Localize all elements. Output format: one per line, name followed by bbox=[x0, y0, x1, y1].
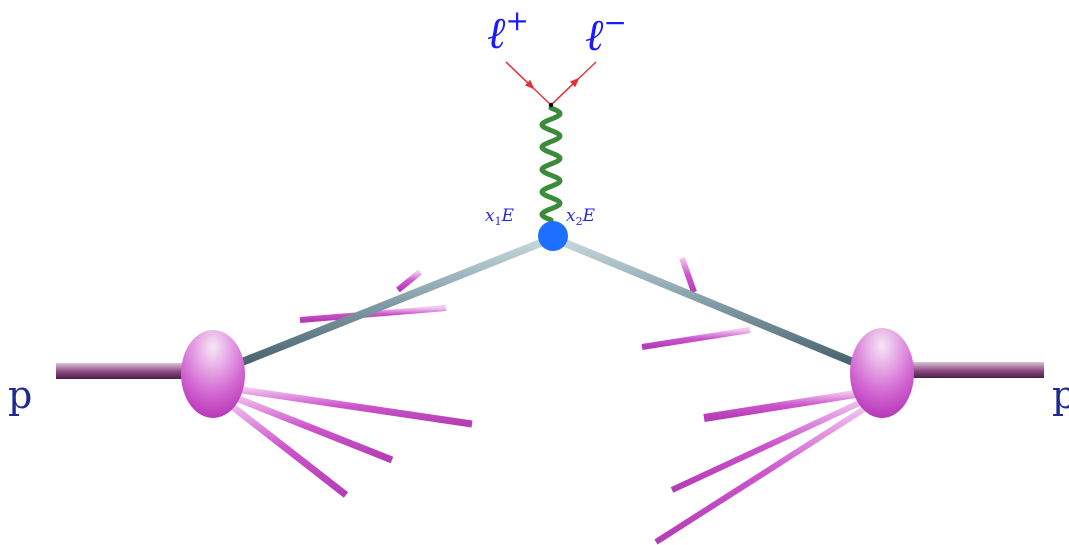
remnant-left-2 bbox=[226, 394, 392, 460]
lepton-arrow-plus bbox=[506, 62, 531, 86]
x2-energy: E bbox=[582, 206, 596, 226]
x1-energy: E bbox=[501, 206, 515, 226]
parton-line-right bbox=[553, 238, 882, 374]
remnants-right bbox=[656, 392, 872, 542]
lepton-plus-symbol: ℓ bbox=[487, 8, 506, 59]
isr-right-1 bbox=[642, 330, 750, 347]
hadron-label-left: p bbox=[8, 373, 32, 417]
remnant-right-3 bbox=[656, 404, 872, 542]
momentum-fraction-right: x2E bbox=[566, 206, 596, 228]
isr-left-2 bbox=[398, 272, 420, 290]
hadron-blob-right bbox=[850, 328, 914, 418]
lepton-vertex-dot bbox=[549, 103, 553, 107]
lepton-minus-label: ℓ− bbox=[585, 6, 627, 61]
lepton-arrow-minus bbox=[551, 81, 576, 105]
isr-right-2 bbox=[682, 258, 694, 292]
remnants-left bbox=[224, 388, 472, 495]
lepton-minus-symbol: ℓ bbox=[585, 10, 604, 61]
lepton-plus-label: ℓ+ bbox=[487, 4, 529, 59]
x2-index: 2 bbox=[576, 215, 583, 228]
remnant-right-1 bbox=[704, 392, 868, 418]
hadron-blob-left bbox=[181, 330, 245, 418]
hadron-label-right: p bbox=[1052, 373, 1069, 417]
hard-scattering-vertex bbox=[538, 221, 568, 251]
x1-var: x bbox=[485, 206, 495, 226]
boson-propagator bbox=[542, 108, 560, 220]
x1-index: 1 bbox=[495, 215, 502, 228]
parton-line-left bbox=[212, 238, 553, 374]
remnant-right-2 bbox=[672, 398, 870, 490]
lepton-minus-charge: − bbox=[603, 6, 626, 39]
momentum-fraction-left: x1E bbox=[485, 206, 515, 228]
lepton-plus-charge: + bbox=[505, 4, 528, 37]
x2-var: x bbox=[566, 206, 576, 226]
